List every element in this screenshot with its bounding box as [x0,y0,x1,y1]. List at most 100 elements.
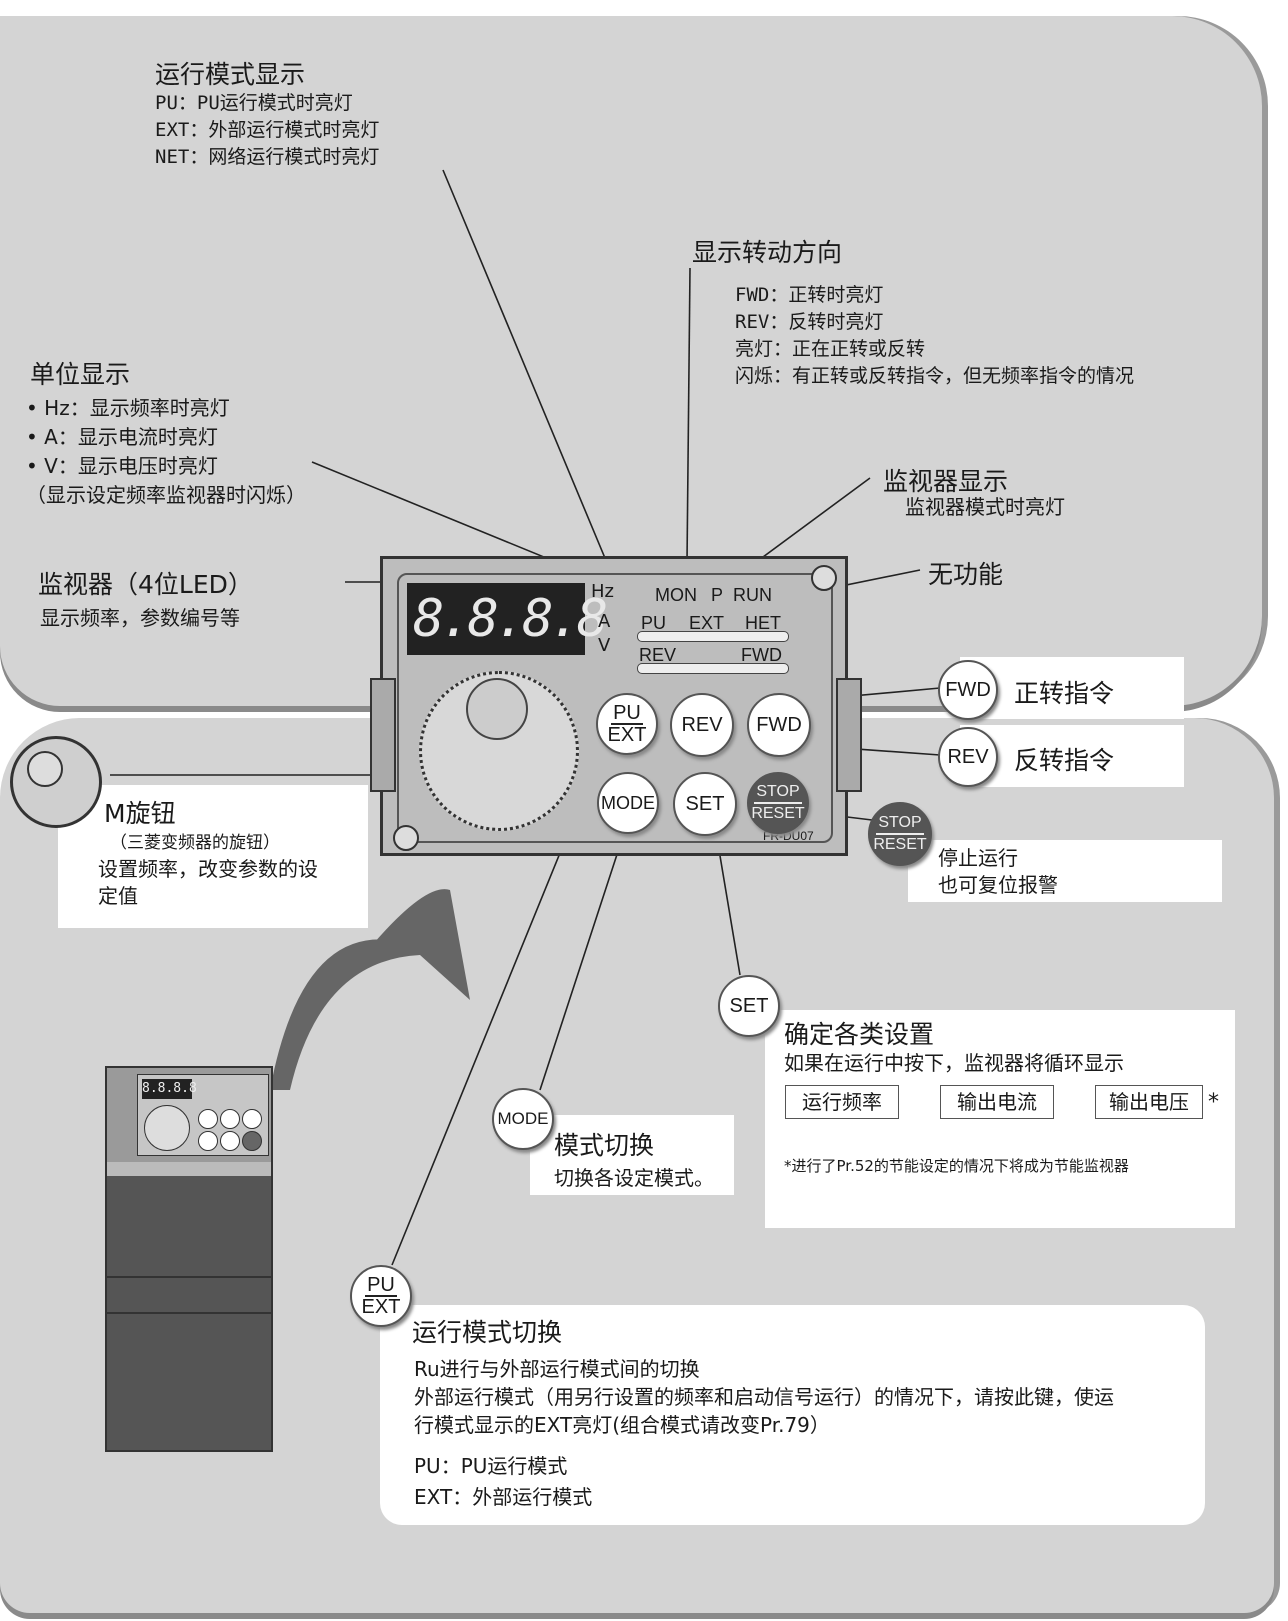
mon-indicator: MON [655,585,697,605]
run-indicator: RUN [733,585,772,605]
rotation-display-line: 亮灯：正在正转或反转 [735,338,926,360]
set-button[interactable]: SET [673,772,737,836]
line-mode [539,829,626,1091]
rotation-display-title: 显示转动方向 [692,238,843,267]
mini-button [242,1109,262,1129]
rotation-display-line: REV：反转时亮灯 [735,311,884,333]
m-dial-callout-box [58,785,368,928]
mode-button[interactable]: MODE [597,772,659,834]
screw-icon [811,565,837,591]
rev-command-label: 反转指令 [1014,746,1115,775]
led-display: 8.8.8.8 [407,583,608,655]
pu-ext-callout-box [380,1305,1205,1525]
pu-label: PU [365,1274,397,1297]
flow-box-frequency: 运行频率 [785,1085,899,1119]
unit-display-lines: • Hz：显示频率时亮灯 • A：显示电流时亮灯 • V：显示电压时亮灯 （显示… [26,394,306,510]
mode-led-bar [637,631,789,642]
pu-ext-line: 行模式显示的EXT亮灯(组合模式请改变Pr.79） [414,1413,830,1437]
ext-label: EXT [607,724,647,746]
panel-inner-border [397,573,833,843]
mode-display-line: EXT：外部运行模式时亮灯 [155,119,380,141]
m-dial-icon [10,736,102,828]
stop-callout-box [908,840,1222,902]
mode-callout-box [530,1115,734,1195]
unit-display-line: • A：显示电流时亮灯 [26,425,218,449]
m-dial-line: 设置频率，改变参数的设 [98,857,318,881]
rev-indicator: REV [639,645,677,665]
m-dial-sub: （三菱变频器的旋钮） [110,833,280,853]
side-handle-right [836,678,862,792]
stop-label: STOP [876,813,924,835]
unit-display-line: • Hz：显示频率时亮灯 [26,396,230,420]
net-indicator: HET [745,613,781,633]
inverter-body-image: 8.8.8.8 [105,1066,273,1452]
m-dial-lines: 设置频率，改变参数的设 定值 [98,856,318,910]
v-indicator: V [598,635,611,656]
mini-button [198,1131,218,1151]
set-callout-icon: SET [718,975,780,1037]
fwd-callout-icon: FWD [938,660,998,720]
led-monitor-line: 显示频率，参数编号等 [40,606,240,630]
pu-ext-line: 外部运行模式（用另行设置的频率和启动信号运行）的情况下，请按此键，使运 [414,1385,1114,1409]
led-digits: 8.8.8.8 [413,589,608,649]
mode-display-line: NET：网络运行模式时亮灯 [155,146,380,168]
inverter-seam [107,1312,271,1314]
rev-callout-icon: REV [938,727,998,787]
reset-label: RESET [751,805,805,822]
direction-led-bar [637,663,789,674]
pu-ext-line: Ru进行与外部运行模式间的切换 [414,1357,700,1381]
stop-label: STOP [754,782,802,804]
set-line: 如果在运行中按下，监视器将循环显示 [784,1051,1124,1075]
unit-display-line: （显示设定频率监视器时闪烁） [26,483,306,507]
line-mode-display [442,169,636,631]
ext-indicator: EXT [689,613,725,633]
rev-button[interactable]: REV [670,693,734,757]
monitor-display-title: 监视器显示 [883,467,1009,496]
m-dial-icon-grip [27,751,63,787]
rotation-display-line: FWD：正转时亮灯 [735,284,884,306]
m-dial[interactable] [419,671,579,831]
mini-button [242,1131,262,1151]
screw-icon [393,825,419,851]
pu-mode-line: PU：PU运行模式 [414,1454,568,1478]
mode-line: 切换各设定模式。 [554,1166,714,1190]
stop-reset-line: 也可复位报警 [938,873,1058,897]
m-dial-line: 定值 [98,884,138,908]
unit-display-line: • V：显示电压时亮灯 [26,454,218,478]
rotation-display-line: 闪烁：有正转或反转指令，但无频率指令的情况 [735,365,1135,387]
pu-ext-title: 运行模式切换 [412,1318,563,1347]
set-callout-box [765,1010,1235,1228]
ext-label: EXT [361,1296,401,1318]
mode-display-line: PU：PU运行模式时亮灯 [155,92,353,114]
hz-indicator: Hz [591,581,614,602]
fwd-indicator: FWD [741,645,782,665]
pu-ext-lines: Ru进行与外部运行模式间的切换 外部运行模式（用另行设置的频率和启动信号运行）的… [414,1355,1114,1439]
inverter-seam [107,1276,271,1278]
ext-mode-line: EXT：外部运行模式 [414,1485,593,1509]
stop-reset-lines: 停止运行 也可复位报警 [938,845,1058,899]
mini-dial [144,1105,190,1151]
fwd-button[interactable]: FWD [747,693,811,757]
fwd-command-label: 正转指令 [1014,679,1115,708]
mini-led: 8.8.8.8 [142,1079,197,1099]
reset-label: RESET [873,836,927,853]
pu-ext-mode-lines: PU：PU运行模式 EXT：外部运行模式 [414,1451,592,1513]
p-indicator: P [711,585,724,605]
a-indicator: A [598,611,611,632]
set-note: *进行了Pr.52的节能设定的情况下将成为节能监视器 [784,1157,1129,1175]
mode-title: 模式切换 [554,1131,655,1160]
pu-indicator: PU [641,613,667,633]
mini-button [220,1131,240,1151]
mode-callout-icon: MODE [492,1088,554,1150]
unit-display-title: 单位显示 [30,360,131,389]
side-handle-left [370,678,396,792]
flow-box-voltage: 输出电压 [1095,1085,1203,1119]
mode-display-lines: PU：PU运行模式时亮灯 EXT：外部运行模式时亮灯 NET：网络运行模式时亮灯 [155,90,379,171]
stop-reset-line: 停止运行 [938,846,1018,870]
inverter-band [107,1162,271,1176]
rotation-display-lines: FWD：正转时亮灯 REV：反转时亮灯 亮灯：正在正转或反转 闪烁：有正转或反转… [735,282,1134,390]
